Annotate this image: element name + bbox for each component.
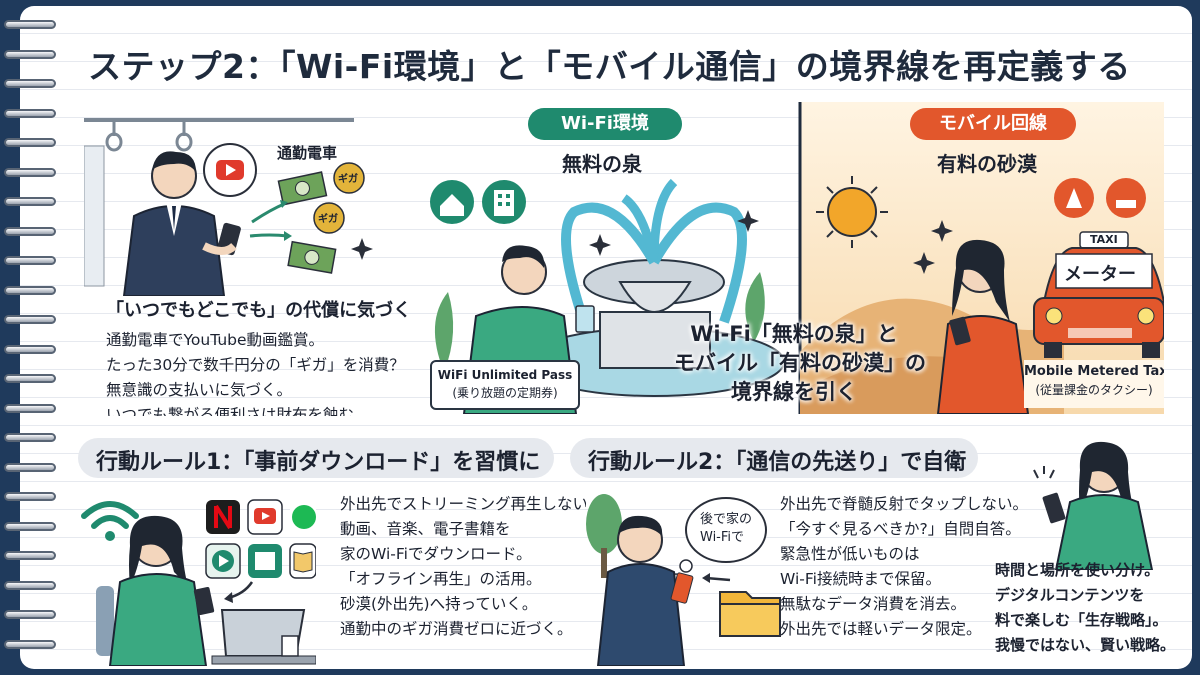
commute-line: いつでも繋がる便利さは財布を蝕む。 [106, 406, 370, 416]
page-title: ステップ2：「Wi-Fi環境」と「モバイル通信」の境界線を再定義する [88, 47, 1131, 86]
wifi-pill: Wi-Fi環境 [528, 108, 682, 140]
notebook-page: ステップ2：「Wi-Fi環境」と「モバイル通信」の境界線を再定義する [20, 6, 1192, 669]
rule1-line: 砂漠(外出先)へ持っていく。 [340, 595, 538, 613]
spiral-ring [4, 344, 56, 354]
commute-heading: 「いつでもどこでも」の代償に気づく [106, 300, 412, 321]
rule2-line: 緊急性が低いものは [780, 545, 920, 563]
spiral-ring [4, 639, 56, 649]
house-icon [440, 194, 464, 216]
closing-illustration [1033, 441, 1154, 570]
bubble-line1: 後で家の [700, 512, 753, 527]
commute-line: たった30分で数千円分の「ギガ」を消費？ [106, 356, 405, 374]
rule1-line: 「オフライン再生」の活用。 [340, 570, 542, 588]
fountain-desert-illustration [430, 102, 1164, 414]
taxi-sign: TAXI [1090, 233, 1118, 246]
wifi-pass-line2: (乗り放題の定期券) [452, 386, 558, 400]
spiral-ring [4, 108, 56, 118]
spiral-ring [4, 167, 56, 177]
rule1-line: 通勤中のギガ消費ゼロに近づく。 [340, 620, 573, 638]
spiral-ring [4, 403, 56, 413]
rule2-line: 無駄なデータ消費を消去。 [780, 595, 967, 613]
rule2-line: 外出先では軽いデータ限定。 [780, 620, 982, 638]
commute-line: 無意識の支払いに気づく。 [106, 381, 293, 399]
wifi-mobile-panel: Wi-Fi環境 無料の泉 モバイル回線 有料の砂漠 WiFi Unlimited… [404, 102, 1164, 414]
rule1-illustration [81, 499, 317, 666]
center-caption-line2: モバイル「有料の砂漠」の [674, 351, 926, 375]
rule1-text: 外出先でストリーミング再生しない。 動画、音楽、電子書籍を 家のWi-Fiでダウ… [340, 492, 586, 642]
mobile-pill: モバイル回線 [910, 108, 1076, 140]
commute-text: 通勤電車でYouTube動画鑑賞。 たった30分で数千円分の「ギガ」を消費？ 無… [106, 328, 405, 416]
wifi-icon [81, 501, 139, 529]
rule2-illustration [586, 494, 781, 666]
wifi-pass-card: WiFi Unlimited Pass (乗り放題の定期券) [430, 360, 580, 410]
spiral-ring [4, 20, 56, 29]
taxi-caption-line2: (従量課金のタクシー) [1035, 383, 1153, 397]
closing-line: 料で楽しむ「生存戦略」。 [995, 611, 1168, 629]
closing-text: 時間と場所を使い分け。 デジタルコンテンツを 料で楽しむ「生存戦略」。 我慢では… [995, 558, 1175, 658]
rule2-text: 外出先で脊髄反射でタップしない。 「今すぐ見るべきか?」自問自答。 緊急性が低い… [780, 492, 1028, 642]
closing-line: 時間と場所を使い分け。 [995, 561, 1160, 579]
spiral-ring [4, 256, 56, 265]
spiral-ring [4, 492, 56, 501]
spiral-ring [4, 610, 56, 619]
spiral-ring [4, 580, 56, 590]
center-caption-line3: 境界線を引く [731, 380, 857, 404]
giga-coin-label-2: ギガ [318, 214, 338, 225]
spiral-ring [4, 315, 56, 324]
commute-illustration [84, 118, 373, 297]
wifi-subtitle: 無料の泉 [562, 152, 642, 176]
closing-line: 我慢ではない、賢い戦略。 [995, 636, 1176, 654]
commute-line: 通勤電車でYouTube動画鑑賞。 [106, 331, 325, 349]
spiral-ring [4, 79, 56, 88]
mobile-subtitle: 有料の砂漠 [937, 152, 1037, 176]
wifi-pass-line1: WiFi Unlimited Pass [437, 368, 573, 382]
spiral-ring [4, 138, 56, 147]
rule1-line: 動画、音楽、電子書籍を [340, 520, 511, 538]
rule1-heading: 行動ルール1：「事前ダウンロード」を習慣に [78, 438, 554, 478]
building-icon [494, 190, 514, 216]
giga-coin-label: ギガ [338, 174, 358, 185]
spiral-ring [4, 462, 56, 472]
spiral-ring [4, 49, 56, 59]
spotify-icon [292, 505, 316, 529]
spiral-ring [4, 226, 56, 236]
taxi-caption-card: Mobile Metered Taxi (従量課金のタクシー) [1024, 360, 1164, 408]
rule2-line: Wi-Fi接続時まで保留。 [780, 570, 941, 588]
spiral-binding [0, 0, 60, 675]
taxi-meter: メーター [1064, 264, 1136, 285]
commute-panel: 通勤電車 ギガ ギガ 「いつでもどこでも」の代償に気づく 通勤電車でYouTub… [84, 106, 414, 416]
spiral-ring [4, 433, 56, 442]
rule1-line: 家のWi-Fiでダウンロード。 [340, 545, 532, 563]
center-caption-line1: Wi-Fi「無料の泉」と [690, 322, 898, 346]
rule2-heading: 行動ルール2：「通信の先送り」で自衛 [570, 438, 978, 478]
taxi-caption-line1: Mobile Metered Taxi [1024, 364, 1164, 379]
rule2-line: 外出先で脊髄反射でタップしない。 [780, 495, 1029, 513]
fire-icon [1106, 178, 1146, 218]
rule2-panel: 後で家の Wi-Fiで 外出先で脊髄反射でタップしない。 「今すぐ見るべきか?」… [570, 474, 1180, 666]
center-caption: Wi-Fi「無料の泉」と モバイル「有料の砂漠」の 境界線を引く [674, 320, 926, 407]
spiral-ring [4, 197, 56, 206]
rule1-line: 外出先でストリーミング再生しない。 [340, 495, 586, 513]
spiral-ring [4, 521, 56, 531]
spiral-ring [4, 285, 56, 295]
folder-icon [719, 591, 781, 637]
sparkle-icon [351, 238, 373, 260]
spiral-ring [4, 551, 56, 560]
rule2-line: 「今すぐ見るべきか?」自問自答。 [780, 520, 1021, 538]
netflix-icon [214, 504, 232, 530]
rule1-panel: 外出先でストリーミング再生しない。 動画、音楽、電子書籍を 家のWi-Fiでダウ… [76, 486, 586, 666]
bubble-line2: Wi-Fiで [700, 530, 745, 545]
spiral-ring [4, 374, 56, 383]
train-label: 通勤電車 [277, 144, 338, 162]
closing-line: デジタルコンテンツを [995, 586, 1145, 604]
